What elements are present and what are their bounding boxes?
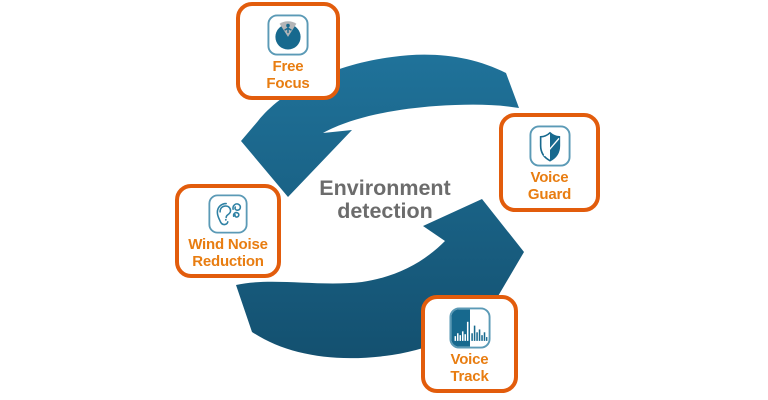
ear-with-wind-icon	[208, 194, 248, 234]
node-free-focus: Free Focus	[236, 2, 340, 100]
node-voice-track: Voice Track	[421, 295, 518, 393]
node-voice-guard-label: Voice Guard	[527, 169, 572, 203]
center-title-line1: Environment	[319, 176, 451, 200]
node-free-focus-label: Free Focus	[266, 58, 310, 92]
center-title: Environment detection	[283, 177, 487, 223]
focus-person-in-beam-icon	[267, 14, 309, 56]
center-title-line2: detection	[337, 199, 433, 223]
node-wind-noise-label: Wind Noise Reduction	[188, 236, 268, 270]
node-voice-track-label: Voice Track	[450, 351, 489, 385]
node-wind-noise-reduction: Wind Noise Reduction	[175, 184, 281, 278]
node-voice-guard: Voice Guard	[499, 113, 600, 212]
shield-icon	[528, 125, 571, 167]
audio-bars-icon	[448, 307, 491, 349]
